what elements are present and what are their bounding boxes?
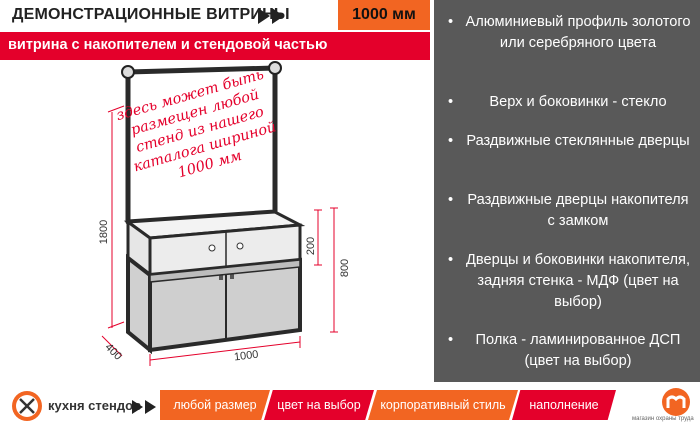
size-badge: 1000 мм xyxy=(338,0,430,30)
cabinet xyxy=(126,253,302,355)
features-panel: • Алюминиевый профиль золотого или сереб… xyxy=(434,0,700,382)
dim-height-top: 200 xyxy=(305,236,318,256)
shop-logo-icon xyxy=(662,388,690,416)
feature-item: • Раздвижные стеклянные дверцы xyxy=(448,131,694,152)
feature-item: • Раздвижные дверцы накопителя с замком xyxy=(448,192,689,229)
double-arrow-icon xyxy=(258,8,284,24)
dimension-lines xyxy=(101,105,338,366)
bullet-icon: • xyxy=(448,14,454,30)
bullet-icon: • xyxy=(448,332,454,348)
chef-logo-icon xyxy=(12,391,42,421)
showcase-illustration xyxy=(101,61,338,366)
feature-item: • Полка - ламинированное ДСП (цвет на вы… xyxy=(448,332,681,369)
dim-height-total: 1800 xyxy=(98,219,111,245)
tab-corporate-style[interactable]: корпоративный стиль xyxy=(368,390,518,420)
bullet-icon: • xyxy=(448,192,454,208)
feature-item: • Верх и боковинки - стекло xyxy=(448,92,694,113)
subtitle-bar: витрина с накопителем и стендовой частью xyxy=(0,32,430,60)
feature-item: • Алюминиевый профиль золотого или сереб… xyxy=(448,14,691,51)
brand-name: кухня стендов xyxy=(48,398,142,413)
tab-any-size[interactable]: любой размер xyxy=(160,390,270,420)
bullet-icon: • xyxy=(448,133,454,149)
tab-any-color[interactable]: цвет на выбор xyxy=(264,390,374,420)
tab-content[interactable]: наполнение xyxy=(512,390,616,420)
bullet-icon: • xyxy=(448,94,454,110)
dim-height-body: 800 xyxy=(339,258,352,278)
page-title: ДЕМОНСТРАЦИОННЫЕ ВИТРИНЫ xyxy=(12,6,290,23)
bullet-icon: • xyxy=(448,252,454,268)
shop-caption: магазин охраны труда xyxy=(632,416,694,422)
subtitle: витрина с накопителем и стендовой частью xyxy=(8,37,328,53)
double-arrow-icon xyxy=(132,400,156,414)
feature-item: • Дверцы и боковинки накопителя, задняя … xyxy=(448,252,691,310)
